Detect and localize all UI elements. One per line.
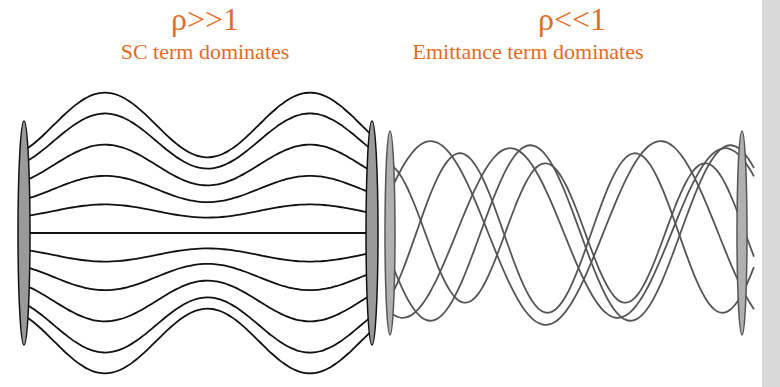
rho-condition: ρ>>1 — [171, 2, 239, 37]
emittance-beam — [385, 131, 754, 335]
beam-trajectory — [24, 281, 372, 322]
beam-trajectory — [390, 148, 754, 318]
focusing-lens — [385, 131, 395, 335]
beam-trajectory — [24, 264, 372, 290]
beam-trajectory — [24, 93, 372, 158]
beam-trajectory — [390, 145, 754, 321]
beam-trajectory — [24, 309, 372, 374]
beam-trajectory — [24, 176, 372, 202]
beam-trajectory — [390, 163, 754, 302]
focusing-lens — [18, 121, 30, 345]
beam-trajectory — [390, 141, 754, 325]
beam-trajectory — [24, 297, 372, 352]
beam-trajectory — [390, 153, 754, 312]
regime-note: SC term dominates — [121, 40, 290, 64]
beam-trajectory — [24, 232, 372, 234]
edge-strip — [762, 0, 780, 387]
beam-trajectory — [24, 145, 372, 186]
regime-note: Emittance term dominates — [413, 40, 644, 64]
focusing-lens — [737, 131, 747, 335]
space-charge-beam — [18, 93, 378, 374]
focusing-lens — [366, 121, 378, 345]
beam-trajectory — [24, 204, 372, 217]
rho-condition: ρ<<1 — [538, 2, 606, 37]
beam-trajectory — [24, 248, 372, 261]
beam-trajectory — [24, 113, 372, 168]
